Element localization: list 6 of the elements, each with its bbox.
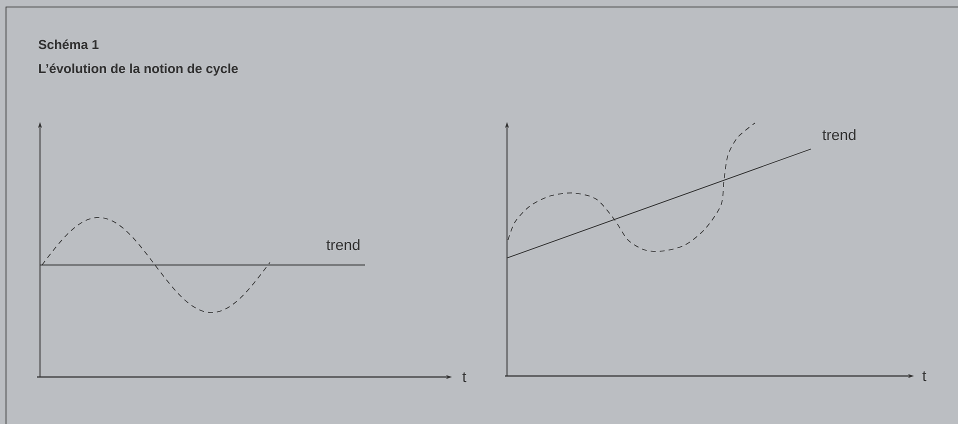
title: Schéma 1 — [38, 39, 99, 50]
subtitle: L’évolution de la notion de cycle — [39, 63, 238, 76]
axis-label: t — [462, 372, 466, 382]
curve-label: trend — [326, 239, 360, 250]
axis-label: t — [922, 371, 926, 382]
curve-label: trend — [822, 129, 856, 140]
